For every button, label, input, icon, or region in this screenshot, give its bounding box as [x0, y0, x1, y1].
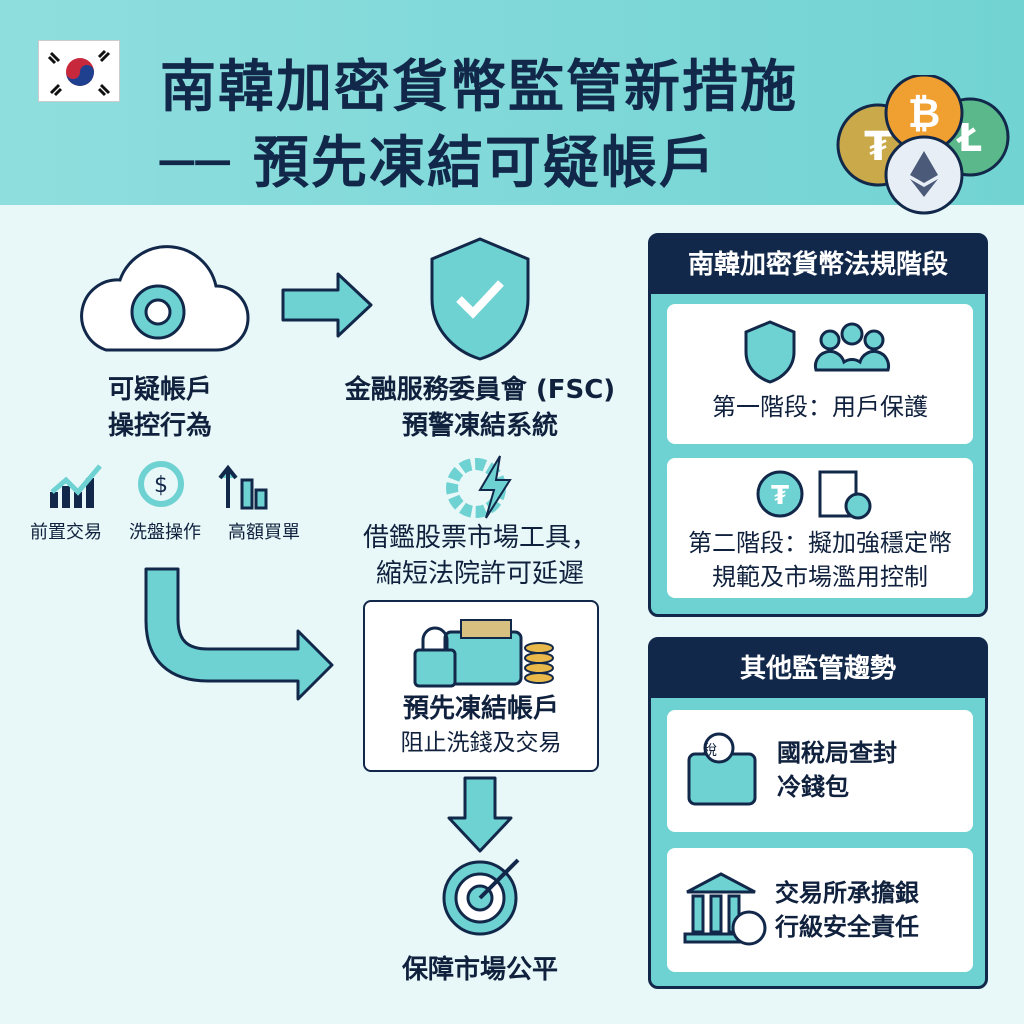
svg-text:$: $ — [154, 473, 168, 498]
stage1-text: 第一階段：用戶保護 — [712, 393, 928, 421]
trend2-text-2: 行級安全責任 — [775, 913, 919, 941]
behavior-large-buy: 高額買單 — [228, 522, 300, 543]
stage2-text-2: 規範及市場濫用控制 — [712, 563, 928, 591]
suspicious-title-1: 可疑帳戶 — [107, 375, 212, 405]
korea-flag-icon — [38, 40, 120, 102]
fsc-title-2: 預警凍結系統 — [401, 411, 558, 441]
gear-lightning-icon — [446, 455, 512, 519]
stages-panel-title: 南韓加密貨幣法規階段 — [651, 236, 985, 294]
tax-wallet-icon — [687, 732, 757, 806]
tax-badge: 稅 — [703, 743, 717, 759]
svg-text:₿: ₿ — [908, 91, 941, 137]
target-icon — [442, 858, 520, 936]
buy-bars-icon — [218, 464, 268, 510]
trends-panel-title: 其他監管趨勢 — [651, 640, 985, 698]
trends-panel: 其他監管趨勢 稅 國稅局查封冷錢包 交易所承擔銀行級安全責任 — [648, 637, 988, 989]
trend1-text-1: 國稅局查封 — [777, 739, 897, 767]
money-cycle-icon: $ — [138, 461, 184, 507]
bank-icon — [683, 872, 767, 946]
stages-panel: 南韓加密貨幣法規階段 第一階段：用戶保護 ₮ 第二階段：擬加強穩定幣 規範及市場… — [648, 233, 988, 617]
arrow-right-1 — [281, 272, 373, 338]
stage2-card: ₮ 第二階段：擬加強穩定幣 規範及市場濫用控制 — [667, 458, 973, 598]
trend1-card: 稅 國稅局查封冷錢包 — [667, 710, 973, 832]
suspicious-title-2: 操控行為 — [107, 411, 212, 441]
arrow-down — [447, 776, 513, 853]
shield-check-icon — [430, 237, 530, 361]
stage2-text-1: 第二階段：擬加強穩定幣 — [688, 529, 952, 557]
trend-chart-icon — [50, 464, 102, 508]
trend1-text-2: 冷錢包 — [777, 773, 849, 801]
tools-text-1: 借鑑股票市場工具， — [362, 523, 597, 553]
freeze-account-box: 預先凍結帳戶阻止洗錢及交易 — [363, 600, 599, 772]
trend2-card: 交易所承擔銀行級安全責任 — [667, 848, 973, 972]
title-line2: ── 預先凍結可疑帳戶 — [160, 131, 717, 196]
freeze-subtitle: 阻止洗錢及交易 — [400, 730, 562, 756]
crypto-coins-icon: ₮ Ł ₿ — [836, 75, 1010, 215]
lock-wallet-coins-icon — [413, 619, 554, 688]
arrow-bend-right — [144, 567, 334, 701]
title-line1: 南韓加密貨幣監管新措施 — [160, 55, 798, 120]
behavior-icons: $ — [50, 461, 268, 510]
behavior-front-running: 前置交易 — [30, 522, 102, 543]
tools-text-2: 縮短法院許可延遲 — [375, 559, 584, 589]
cloud-user-gear-icon — [80, 245, 250, 352]
shield-users-icon — [744, 320, 891, 384]
behavior-wash-trading: 洗盤操作 — [129, 522, 201, 543]
fsc-title-1: 金融服務委員會 (FSC) — [344, 375, 616, 405]
svg-text:₮: ₮ — [771, 481, 789, 511]
freeze-title: 預先凍結帳戶 — [402, 694, 559, 724]
trend2-text-1: 交易所承擔銀 — [775, 879, 919, 907]
stage1-card: 第一階段：用戶保護 — [667, 304, 973, 444]
goal-label: 保障市場公平 — [401, 955, 558, 985]
stablecoin-document-icon: ₮ — [756, 470, 872, 520]
